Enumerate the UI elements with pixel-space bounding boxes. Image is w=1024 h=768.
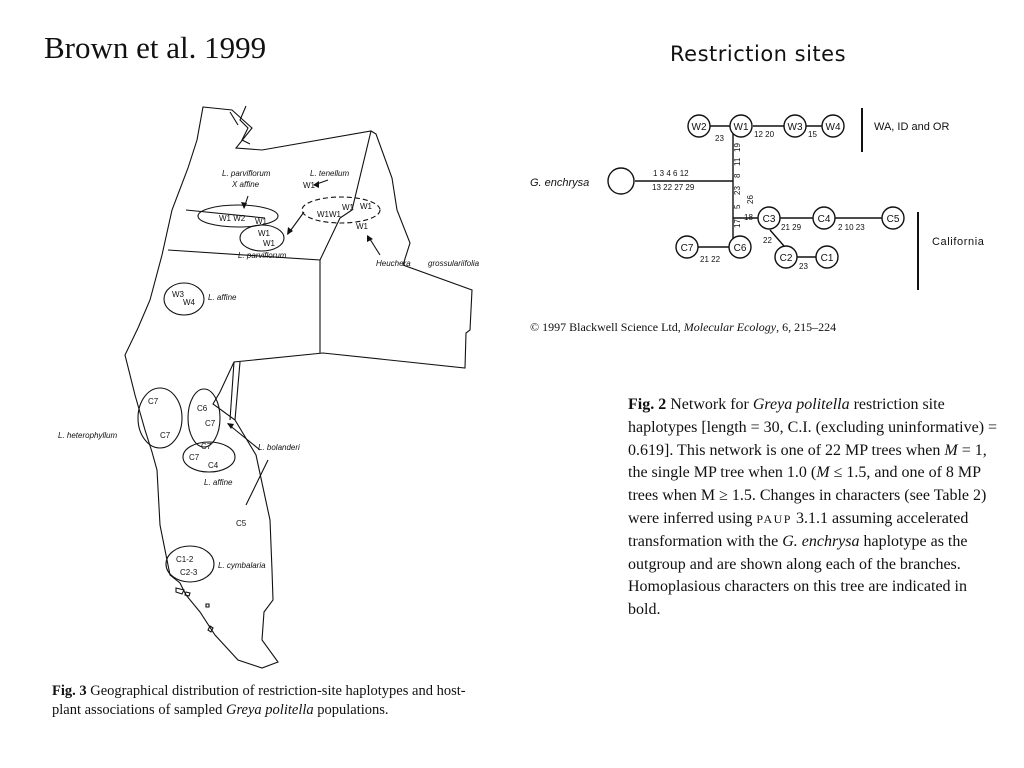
node-label: C3	[763, 214, 776, 225]
map-label: L. affine	[204, 478, 233, 487]
node-label: W1	[734, 122, 749, 133]
node-label: C2	[780, 253, 793, 264]
branch-label: 26	[746, 195, 755, 204]
branch-label: 22	[763, 236, 772, 245]
map-label: W1	[342, 203, 355, 212]
map-label: W1	[255, 217, 268, 226]
branch-label: 23	[799, 262, 808, 271]
branch-label: 18	[744, 213, 753, 222]
branch-label: 12 20	[754, 130, 775, 139]
branch-label: 1 3 4 6 12	[653, 169, 689, 178]
node-c5	[881, 206, 905, 230]
branch-label: 13 22 27 29	[652, 183, 695, 192]
node-c4	[812, 206, 836, 230]
branch-label: 23	[733, 186, 742, 195]
branch-label: 21 29	[781, 223, 802, 232]
map-label: C7	[160, 431, 171, 440]
branch-label: 2 10 23	[838, 223, 865, 232]
map-label: C7	[148, 397, 159, 406]
node-c3	[757, 206, 781, 230]
fig2-caption: Fig. 2 Network for Greya politella restr…	[628, 396, 998, 619]
branch-label: 23	[715, 134, 724, 143]
node-label: C5	[887, 214, 900, 225]
map-label: W1	[360, 202, 373, 211]
map-label: L. heterophyllum	[58, 431, 117, 440]
branch-label: 21 22	[700, 255, 721, 264]
branch-label: 11	[733, 157, 742, 166]
node-c1	[815, 245, 839, 269]
map-label: L. bolanderi	[258, 443, 300, 452]
node-c2	[774, 245, 798, 269]
branch-label: 8	[733, 173, 742, 178]
outgroup-label: G. enchrysa	[530, 177, 589, 189]
map-label: L. affine	[208, 293, 237, 302]
map-label: W1	[263, 239, 276, 248]
map-label: W1W1	[317, 210, 342, 219]
map-label: W3	[172, 290, 185, 299]
map-label: L. cymbalaria	[218, 561, 266, 570]
node-w1	[729, 114, 753, 138]
map-label: C7	[205, 419, 216, 428]
node-c6	[728, 235, 752, 259]
group-label-california: California	[932, 236, 985, 248]
fig3-caption: Fig. 3 Geographical distribution of rest…	[52, 683, 466, 718]
node-label: C4	[818, 214, 831, 225]
node-label: W4	[826, 122, 841, 133]
map-label: L. tenellum	[310, 169, 349, 178]
map-label: C7	[189, 453, 200, 462]
map-label: C4	[208, 461, 219, 470]
node-label: C1	[821, 253, 834, 264]
map-label: L. parviflorum	[238, 251, 287, 260]
node-label: W2	[692, 122, 707, 133]
citation: © 1997 Blackwell Science Ltd, Molecular …	[530, 320, 837, 334]
haplotype-network: W2 W1 W3 W4 C3 C4 C5 C6 C7 C2 C1 1 3 4 6…	[530, 108, 985, 290]
map-label: C5	[236, 519, 247, 528]
map-label: W1	[303, 181, 316, 190]
branch-label: 17	[733, 219, 742, 228]
node-w4	[821, 114, 845, 138]
map-label: C1-2	[176, 555, 194, 564]
map-label: L. parviflorum	[222, 169, 271, 178]
branch-label: 15	[808, 130, 817, 139]
node-label: C7	[681, 243, 694, 254]
branch-label: 19	[733, 143, 742, 152]
node-w3	[783, 114, 807, 138]
node-label: W3	[788, 122, 803, 133]
slide-title: Brown et al. 1999	[44, 30, 267, 65]
map-label: W1 W2	[219, 214, 246, 223]
node-w2	[687, 114, 711, 138]
map-label: W1	[356, 222, 369, 231]
map-label: C6	[197, 404, 208, 413]
map-label: C7	[201, 442, 212, 451]
map-label: C2-3	[180, 568, 198, 577]
map-label: W4	[183, 298, 196, 307]
map-label: Heuchera	[376, 259, 411, 268]
distribution-map: L. parviflorum X affine L. tenellum W1 W…	[58, 105, 480, 669]
map-label: W1	[258, 229, 271, 238]
node-c7	[675, 235, 699, 259]
network-title: Restriction sites	[670, 42, 847, 66]
map-label: grossulariifolia	[428, 259, 480, 268]
branch-label: 5	[733, 204, 742, 209]
map-label: X affine	[231, 180, 260, 189]
group-label-north: WA, ID and OR	[874, 121, 949, 133]
node-label: C6	[734, 243, 747, 254]
